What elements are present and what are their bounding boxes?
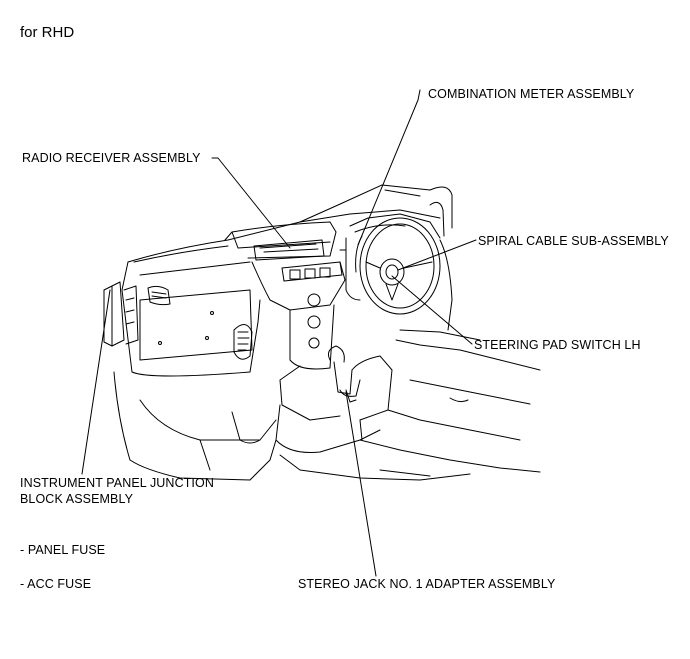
label-combination-meter: COMBINATION METER ASSEMBLY xyxy=(428,87,635,101)
label-stereo-jack: STEREO JACK NO. 1 ADAPTER ASSEMBLY xyxy=(298,577,556,591)
label-steering-pad-switch: STEERING PAD SWITCH LH xyxy=(474,338,641,352)
steering-wheel xyxy=(339,213,441,315)
leader-radio-receiver xyxy=(211,157,291,249)
leader-lines xyxy=(81,89,477,577)
leader-combination-meter xyxy=(357,89,421,246)
floor xyxy=(129,239,541,481)
diagram-title: for RHD xyxy=(20,24,75,41)
leader-stereo-jack xyxy=(345,391,377,577)
leader-steering-pad-switch xyxy=(391,275,473,345)
label-acc-fuse: - ACC FUSE xyxy=(20,577,92,591)
center-console xyxy=(275,345,393,453)
dashboard xyxy=(103,209,441,461)
leader-spiral-cable xyxy=(397,239,477,271)
a-pillar xyxy=(299,184,453,237)
leader-junction-block xyxy=(81,289,111,475)
label-junction-block-line1: INSTRUMENT PANEL JUNCTION xyxy=(20,476,214,490)
label-spiral-cable: SPIRAL CABLE SUB-ASSEMBLY xyxy=(478,234,669,248)
label-radio-receiver: RADIO RECEIVER ASSEMBLY xyxy=(22,151,201,165)
label-junction-block-line2: BLOCK ASSEMBLY xyxy=(20,492,134,506)
label-panel-fuse: - PANEL FUSE xyxy=(20,543,106,557)
